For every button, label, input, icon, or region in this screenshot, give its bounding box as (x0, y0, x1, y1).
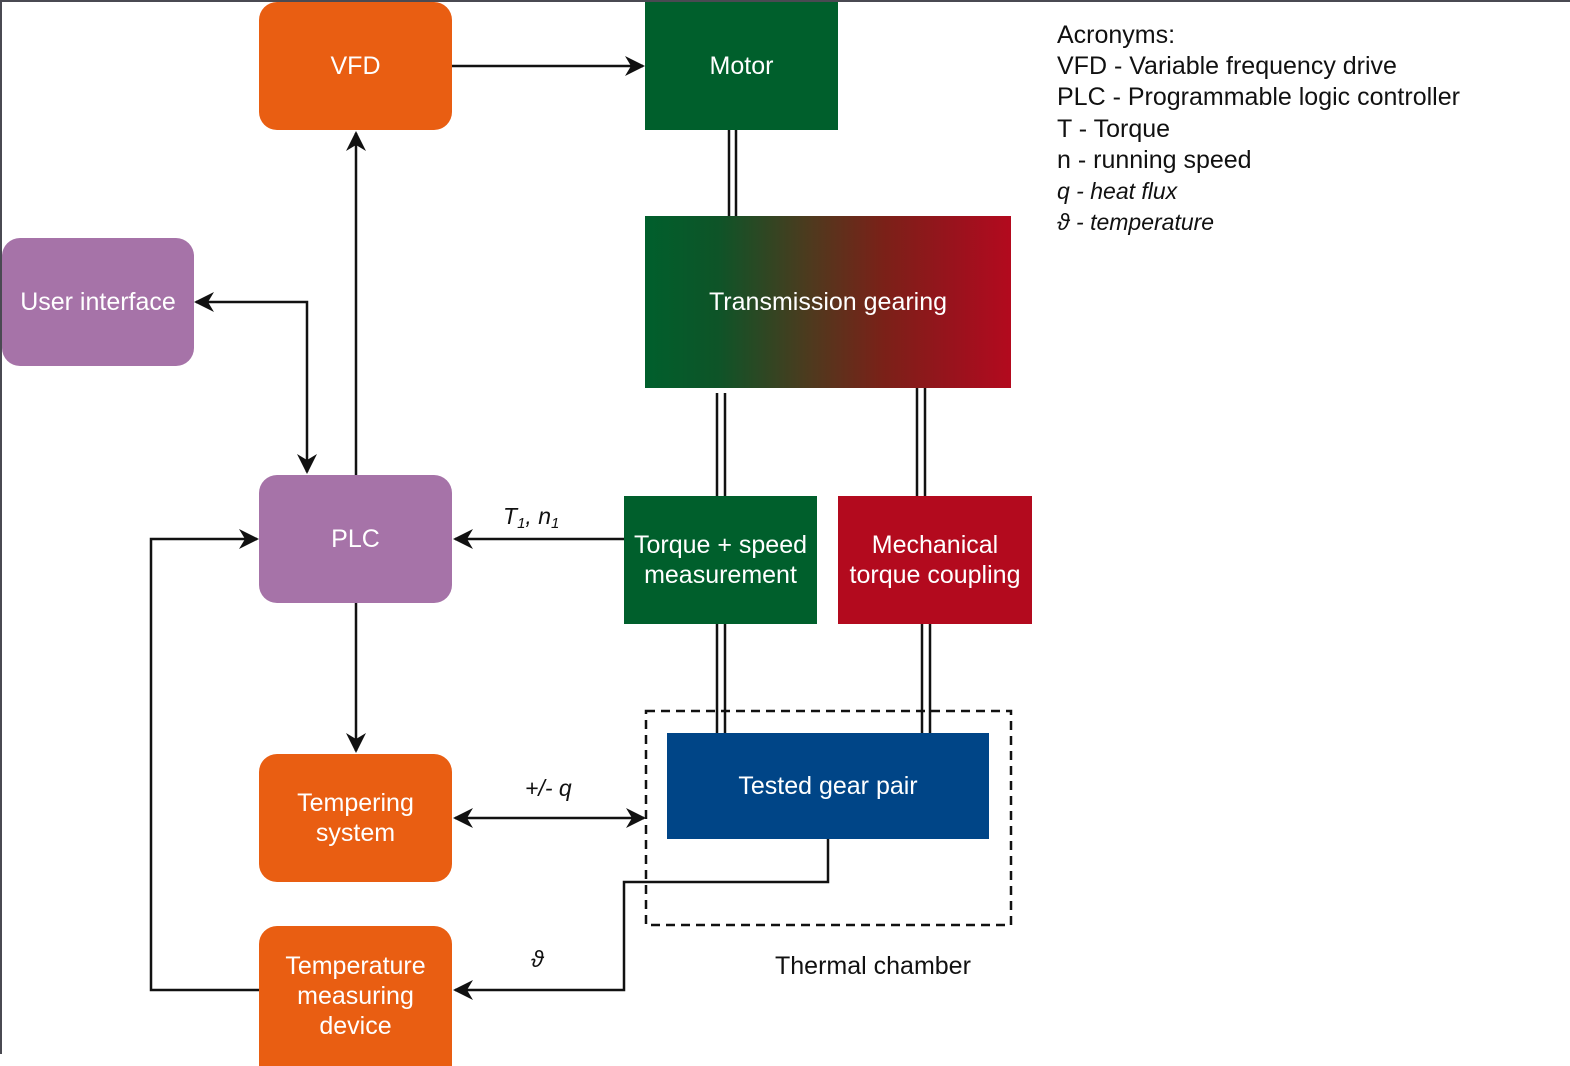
tempering-system-block[interactable]: Tempering system (259, 754, 452, 882)
temp-device-label-line3: device (319, 1012, 392, 1040)
shaft-gearing-to-torque-measurement (715, 393, 727, 496)
torque-speed-label-line1: Torque + speed (633, 531, 808, 559)
tested-gear-pair-block[interactable]: Tested gear pair (667, 733, 989, 839)
torque-speed-measurement-block[interactable]: Torque + speed measurement (624, 496, 817, 624)
shaft-torque-measurement-to-gear-pair (715, 624, 727, 733)
temperature-signal-label: ϑ (531, 946, 544, 972)
plc-label: PLC (331, 525, 380, 553)
user-interface-label: User interface (20, 288, 176, 316)
left-border (0, 0, 2, 1054)
shaft-motor-to-gearing (727, 130, 738, 216)
mechanical-torque-coupling-block[interactable]: Mechanical torque coupling (838, 496, 1032, 624)
motor-label: Motor (709, 52, 774, 80)
legend-item-vfd: VFD - Variable frequency drive (1057, 52, 1397, 81)
vfd-label: VFD (330, 52, 381, 80)
acronyms-legend: Acronyms: VFD - Variable frequency drive… (1057, 20, 1460, 238)
signal-separator: , (525, 503, 539, 529)
shaft-coupling-to-gear-pair (920, 624, 932, 733)
plc-block[interactable]: PLC (259, 475, 452, 603)
top-border (0, 0, 1570, 2)
arrow-gear-to-temp-device (453, 839, 830, 1000)
legend-item-temperature: ϑ - temperature (1057, 209, 1215, 236)
legend-item-heat-flux: q - heat flux (1057, 178, 1178, 205)
torque-speed-signal-label: T1, n1 (503, 503, 559, 532)
coupling-label-line1: Mechanical (871, 531, 999, 559)
speed-subscript: 1 (550, 515, 560, 532)
thermal-chamber-label: Thermal chamber (775, 952, 971, 980)
shaft-gearing-to-coupling (915, 388, 927, 496)
legend-item-plc: PLC - Programmable logic controller (1057, 83, 1460, 112)
tested-gear-pair-label: Tested gear pair (738, 772, 918, 800)
transmission-gearing-block[interactable]: Transmission gearing (645, 216, 1011, 388)
motor-block[interactable]: Motor (645, 2, 838, 130)
arrow-temp-device-to-plc (149, 529, 259, 992)
arrow-ui-plc-bidirectional (194, 292, 317, 474)
torque-subscript: 1 (517, 515, 526, 532)
temperature-measuring-device-block[interactable]: Temperature measuring device (259, 926, 452, 1066)
thermal-chamber-boundary (644, 709, 1013, 927)
transmission-gearing-label: Transmission gearing (708, 288, 948, 316)
legend-item-speed: n - running speed (1057, 145, 1252, 174)
legend-item-torque: T - Torque (1057, 114, 1171, 143)
vfd-block[interactable]: VFD (259, 2, 452, 130)
torque-speed-label-line2: measurement (644, 561, 797, 589)
coupling-label-line2: torque coupling (849, 561, 1021, 589)
torque-symbol: T (503, 503, 518, 529)
tempering-label-line1: Tempering (297, 789, 414, 817)
user-interface-block[interactable]: User interface (2, 238, 194, 366)
tempering-label-line2: system (315, 819, 396, 847)
speed-symbol: n (538, 503, 551, 529)
temp-device-label-line1: Temperature (285, 952, 426, 980)
temp-device-label-line2: measuring (297, 982, 414, 1010)
heat-flux-signal-label: +/- q (525, 775, 572, 801)
legend-title: Acronyms: (1057, 21, 1176, 49)
